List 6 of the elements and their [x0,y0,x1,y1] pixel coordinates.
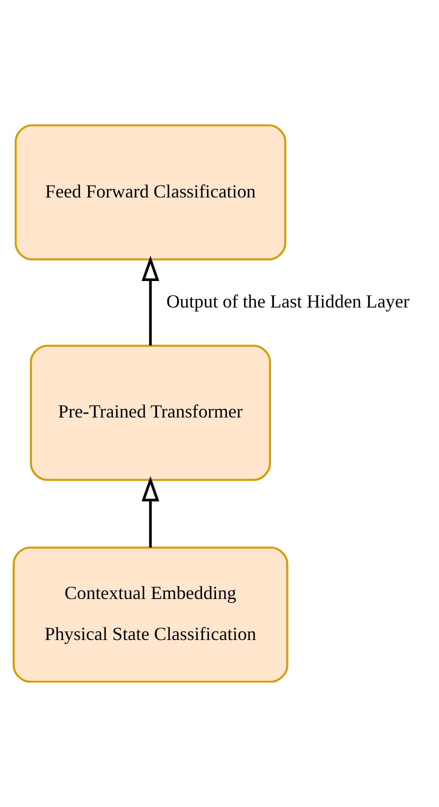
node-box: Contextual Embedding Physical State Classification [12,546,288,683]
node-box: Feed Forward Classification [14,124,286,260]
edge-label: Output of the Last Hidden Layer [166,291,410,312]
node-box: Pre-Trained Transformer [30,344,271,481]
arrow [142,256,160,346]
arrow [142,476,160,548]
